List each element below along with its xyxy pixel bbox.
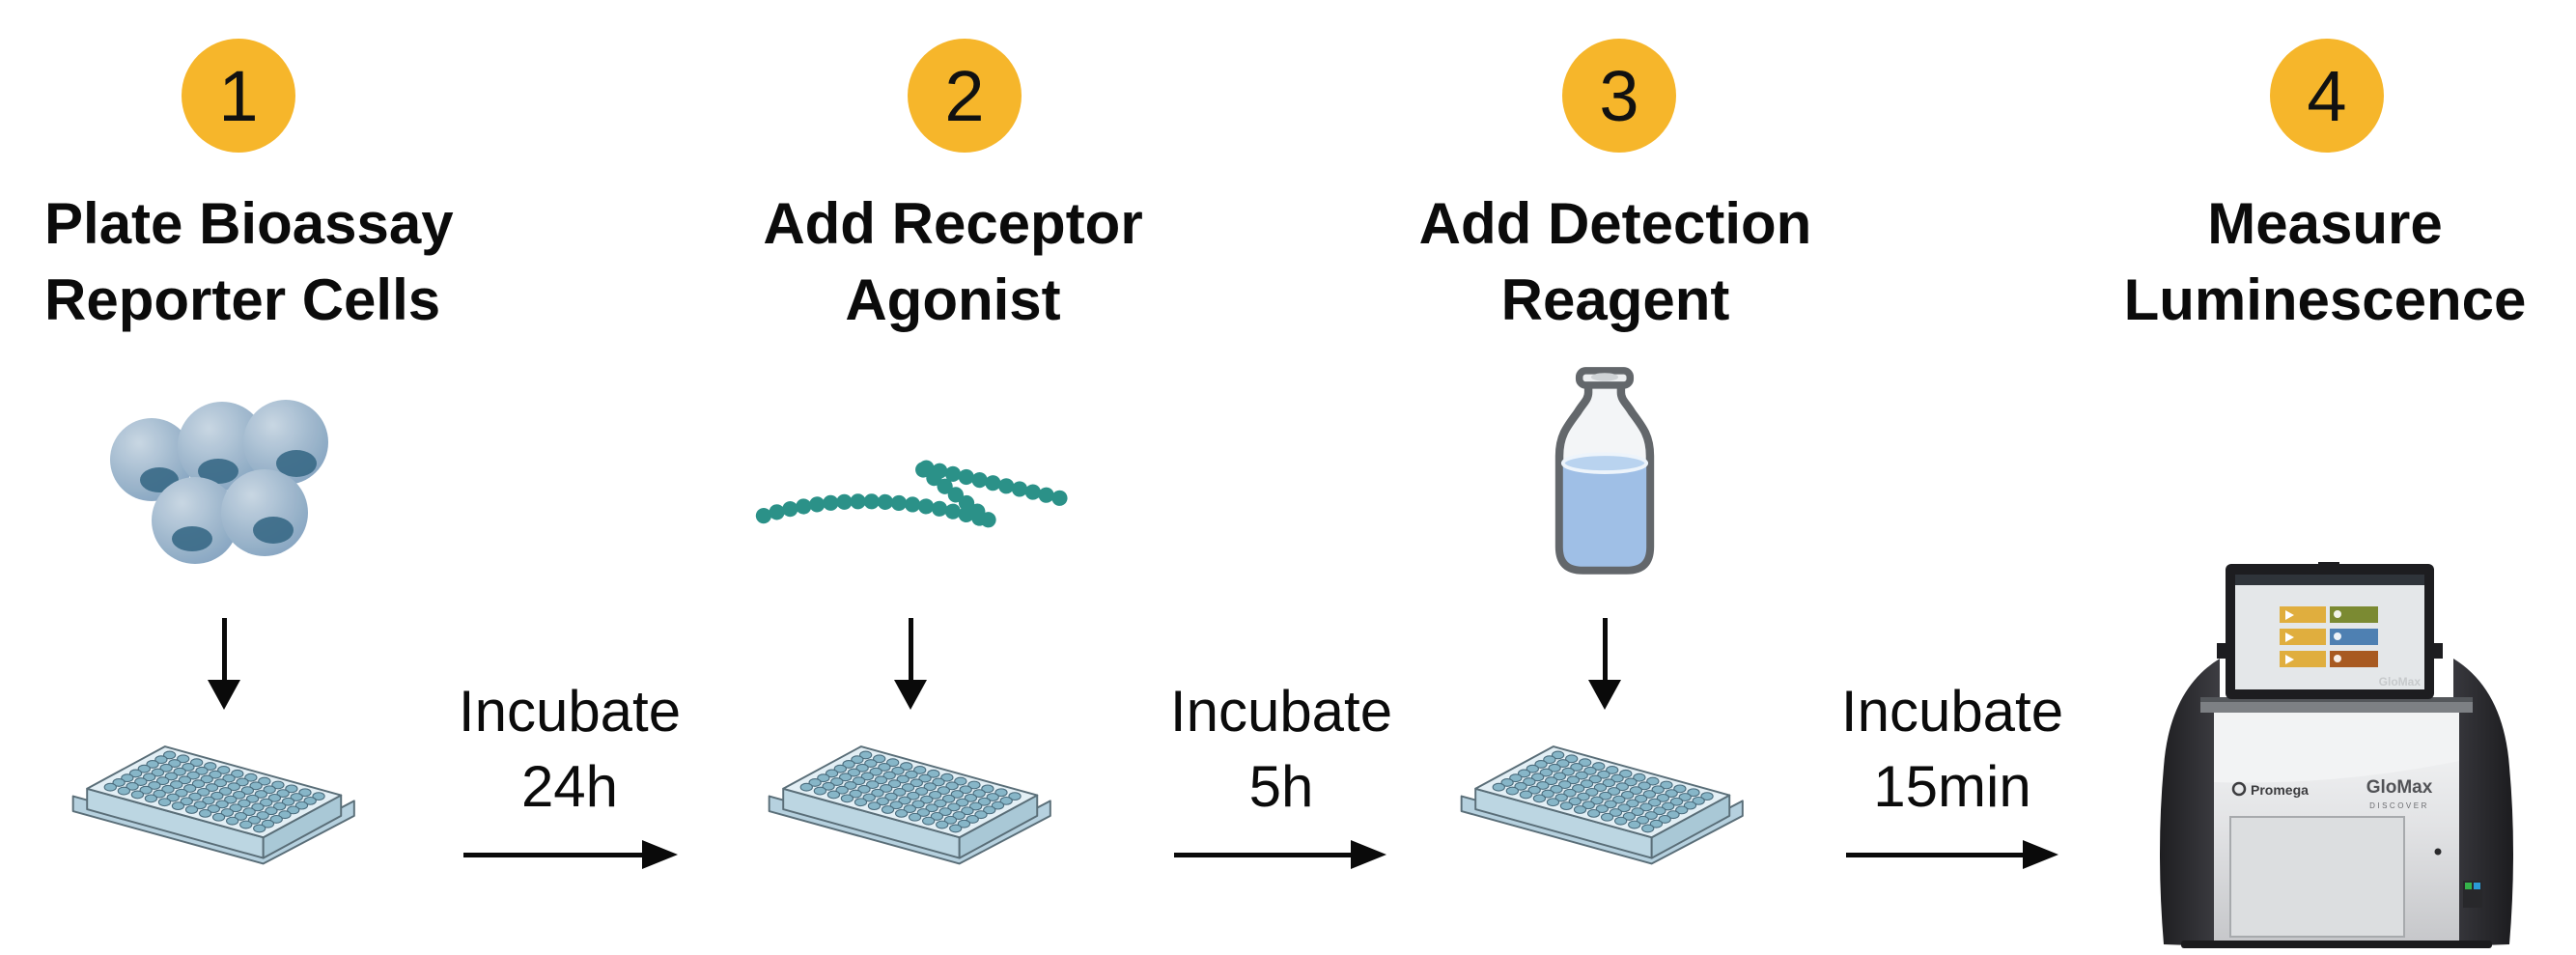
step-2-title: Add Receptor Agonist [763, 185, 1142, 338]
incubation-label: Incubate 15min [1841, 674, 2063, 825]
step-3-title: Add Detection Reagent [1419, 185, 1812, 338]
incubation-duration: 15min [1873, 754, 2031, 819]
incubation-label: Incubate 24h [459, 674, 681, 825]
incubation-duration: 24h [520, 754, 619, 819]
reporter-cells-icon [110, 400, 328, 564]
step-1-number-badge: 1 [182, 39, 295, 153]
flow-arrow-icon [463, 840, 678, 869]
step-title-line: Agonist [845, 267, 1061, 333]
step-number: 4 [2307, 55, 2347, 136]
step-title-line: Reagent [1500, 267, 1730, 333]
down-arrow-icon [1585, 618, 1624, 710]
step-2-number-badge: 2 [908, 39, 1022, 153]
reader-left-panel [2160, 659, 2220, 946]
step-1-title: Plate Bioassay Reporter Cells [44, 185, 454, 338]
reader-right-panel [2453, 659, 2513, 946]
incubation-label-line: Incubate [1169, 679, 1393, 744]
receptor-agonist-chain-icon [755, 458, 1081, 529]
brand-name: Promega [2251, 782, 2309, 798]
down-arrow-icon [205, 618, 243, 710]
step-title-line: Add Receptor [763, 191, 1143, 256]
microplate-icon [1460, 745, 1744, 865]
microplate-icon [768, 745, 1051, 865]
model-series: DISCOVER [2369, 801, 2429, 810]
screen-menu-tiles[interactable] [2280, 606, 2378, 667]
flow-arrow-icon [1174, 840, 1386, 869]
plate-reader-icon: GloMax Promega GloMax DISCOVER [2160, 562, 2513, 948]
step-number: 3 [1599, 55, 1639, 136]
step-4-number-badge: 4 [2270, 39, 2384, 153]
incubation-label-line: Incubate [458, 679, 682, 744]
screen-watermark: GloMax [2379, 675, 2422, 688]
down-arrow-icon [891, 618, 930, 710]
step-title-line: Measure [2207, 191, 2443, 256]
step-title-line: Reporter Cells [44, 267, 441, 333]
indicator-dot [2434, 848, 2442, 856]
model-name: GloMax [2366, 777, 2433, 798]
step-number: 2 [944, 55, 985, 136]
step-number: 1 [218, 55, 259, 136]
step-4-title: Measure Luminescence [2124, 185, 2527, 338]
brand-logo: Promega [2231, 781, 2309, 798]
label-sticker [2463, 881, 2482, 908]
flow-arrow-icon [1846, 840, 2058, 869]
incubation-label-line: Incubate [1840, 679, 2064, 744]
incubation-label: Incubate 5h [1170, 674, 1392, 825]
step-title-line: Luminescence [2123, 267, 2527, 333]
reagent-bottle-icon [1554, 367, 1655, 575]
incubation-duration: 5h [1248, 754, 1314, 819]
step-title-line: Plate Bioassay [44, 191, 454, 256]
sample-door[interactable] [2229, 816, 2405, 938]
step-title-line: Add Detection [1418, 191, 1812, 256]
step-3-number-badge: 3 [1562, 39, 1676, 153]
microplate-icon [71, 745, 355, 865]
